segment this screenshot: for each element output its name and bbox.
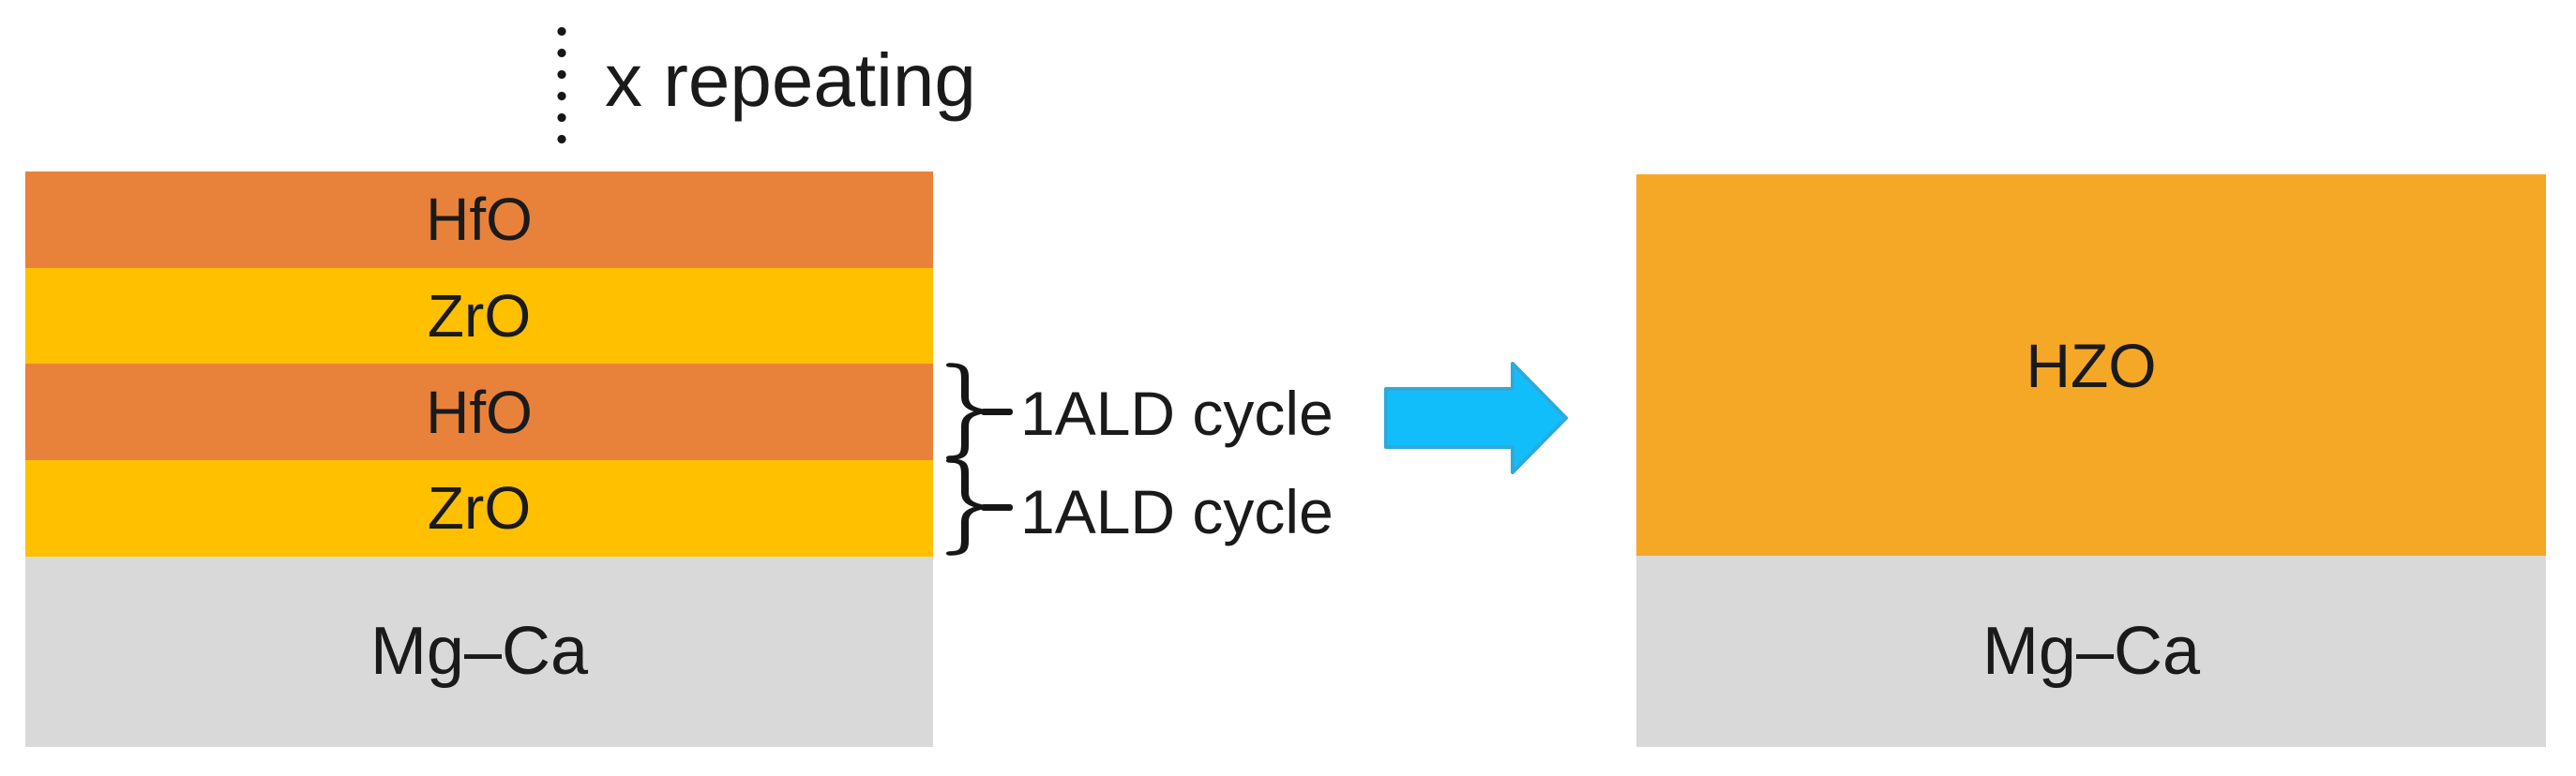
ald-cycle-label-2: 1ALD cycle	[1020, 477, 1333, 546]
layer-zro-2: ZrO	[25, 460, 933, 557]
hzo-film: HZO	[1636, 174, 2546, 556]
repeat-dotted-line	[557, 21, 566, 152]
layer-hfo-1-label: HfO	[426, 186, 533, 254]
substrate-right: Mg–Ca	[1636, 556, 2546, 747]
hzo-film-label: HZO	[2026, 330, 2157, 400]
left-multilayer-stack: HfO ZrO HfO ZrO Mg–Ca	[25, 172, 933, 748]
substrate-left: Mg–Ca	[25, 556, 933, 748]
substrate-right-label: Mg–Ca	[1981, 614, 2201, 689]
right-result-stack: HZO Mg–Ca	[1636, 174, 2546, 747]
layer-hfo-2: HfO	[25, 364, 933, 461]
layer-hfo-1: HfO	[25, 172, 933, 268]
layer-hfo-2-label: HfO	[426, 378, 533, 446]
layer-zro-1-label: ZrO	[427, 282, 532, 350]
substrate-left-label: Mg–Ca	[369, 614, 589, 690]
brace-tick-icon	[981, 504, 1013, 511]
layer-zro-1: ZrO	[25, 267, 933, 365]
layer-zro-2-label: ZrO	[427, 474, 532, 543]
brace-tick-icon	[981, 409, 1013, 415]
repeat-label: x repeating	[605, 38, 976, 122]
right-arrow-icon	[1384, 362, 1568, 474]
ald-cycle-label-1: 1ALD cycle	[1020, 379, 1333, 448]
